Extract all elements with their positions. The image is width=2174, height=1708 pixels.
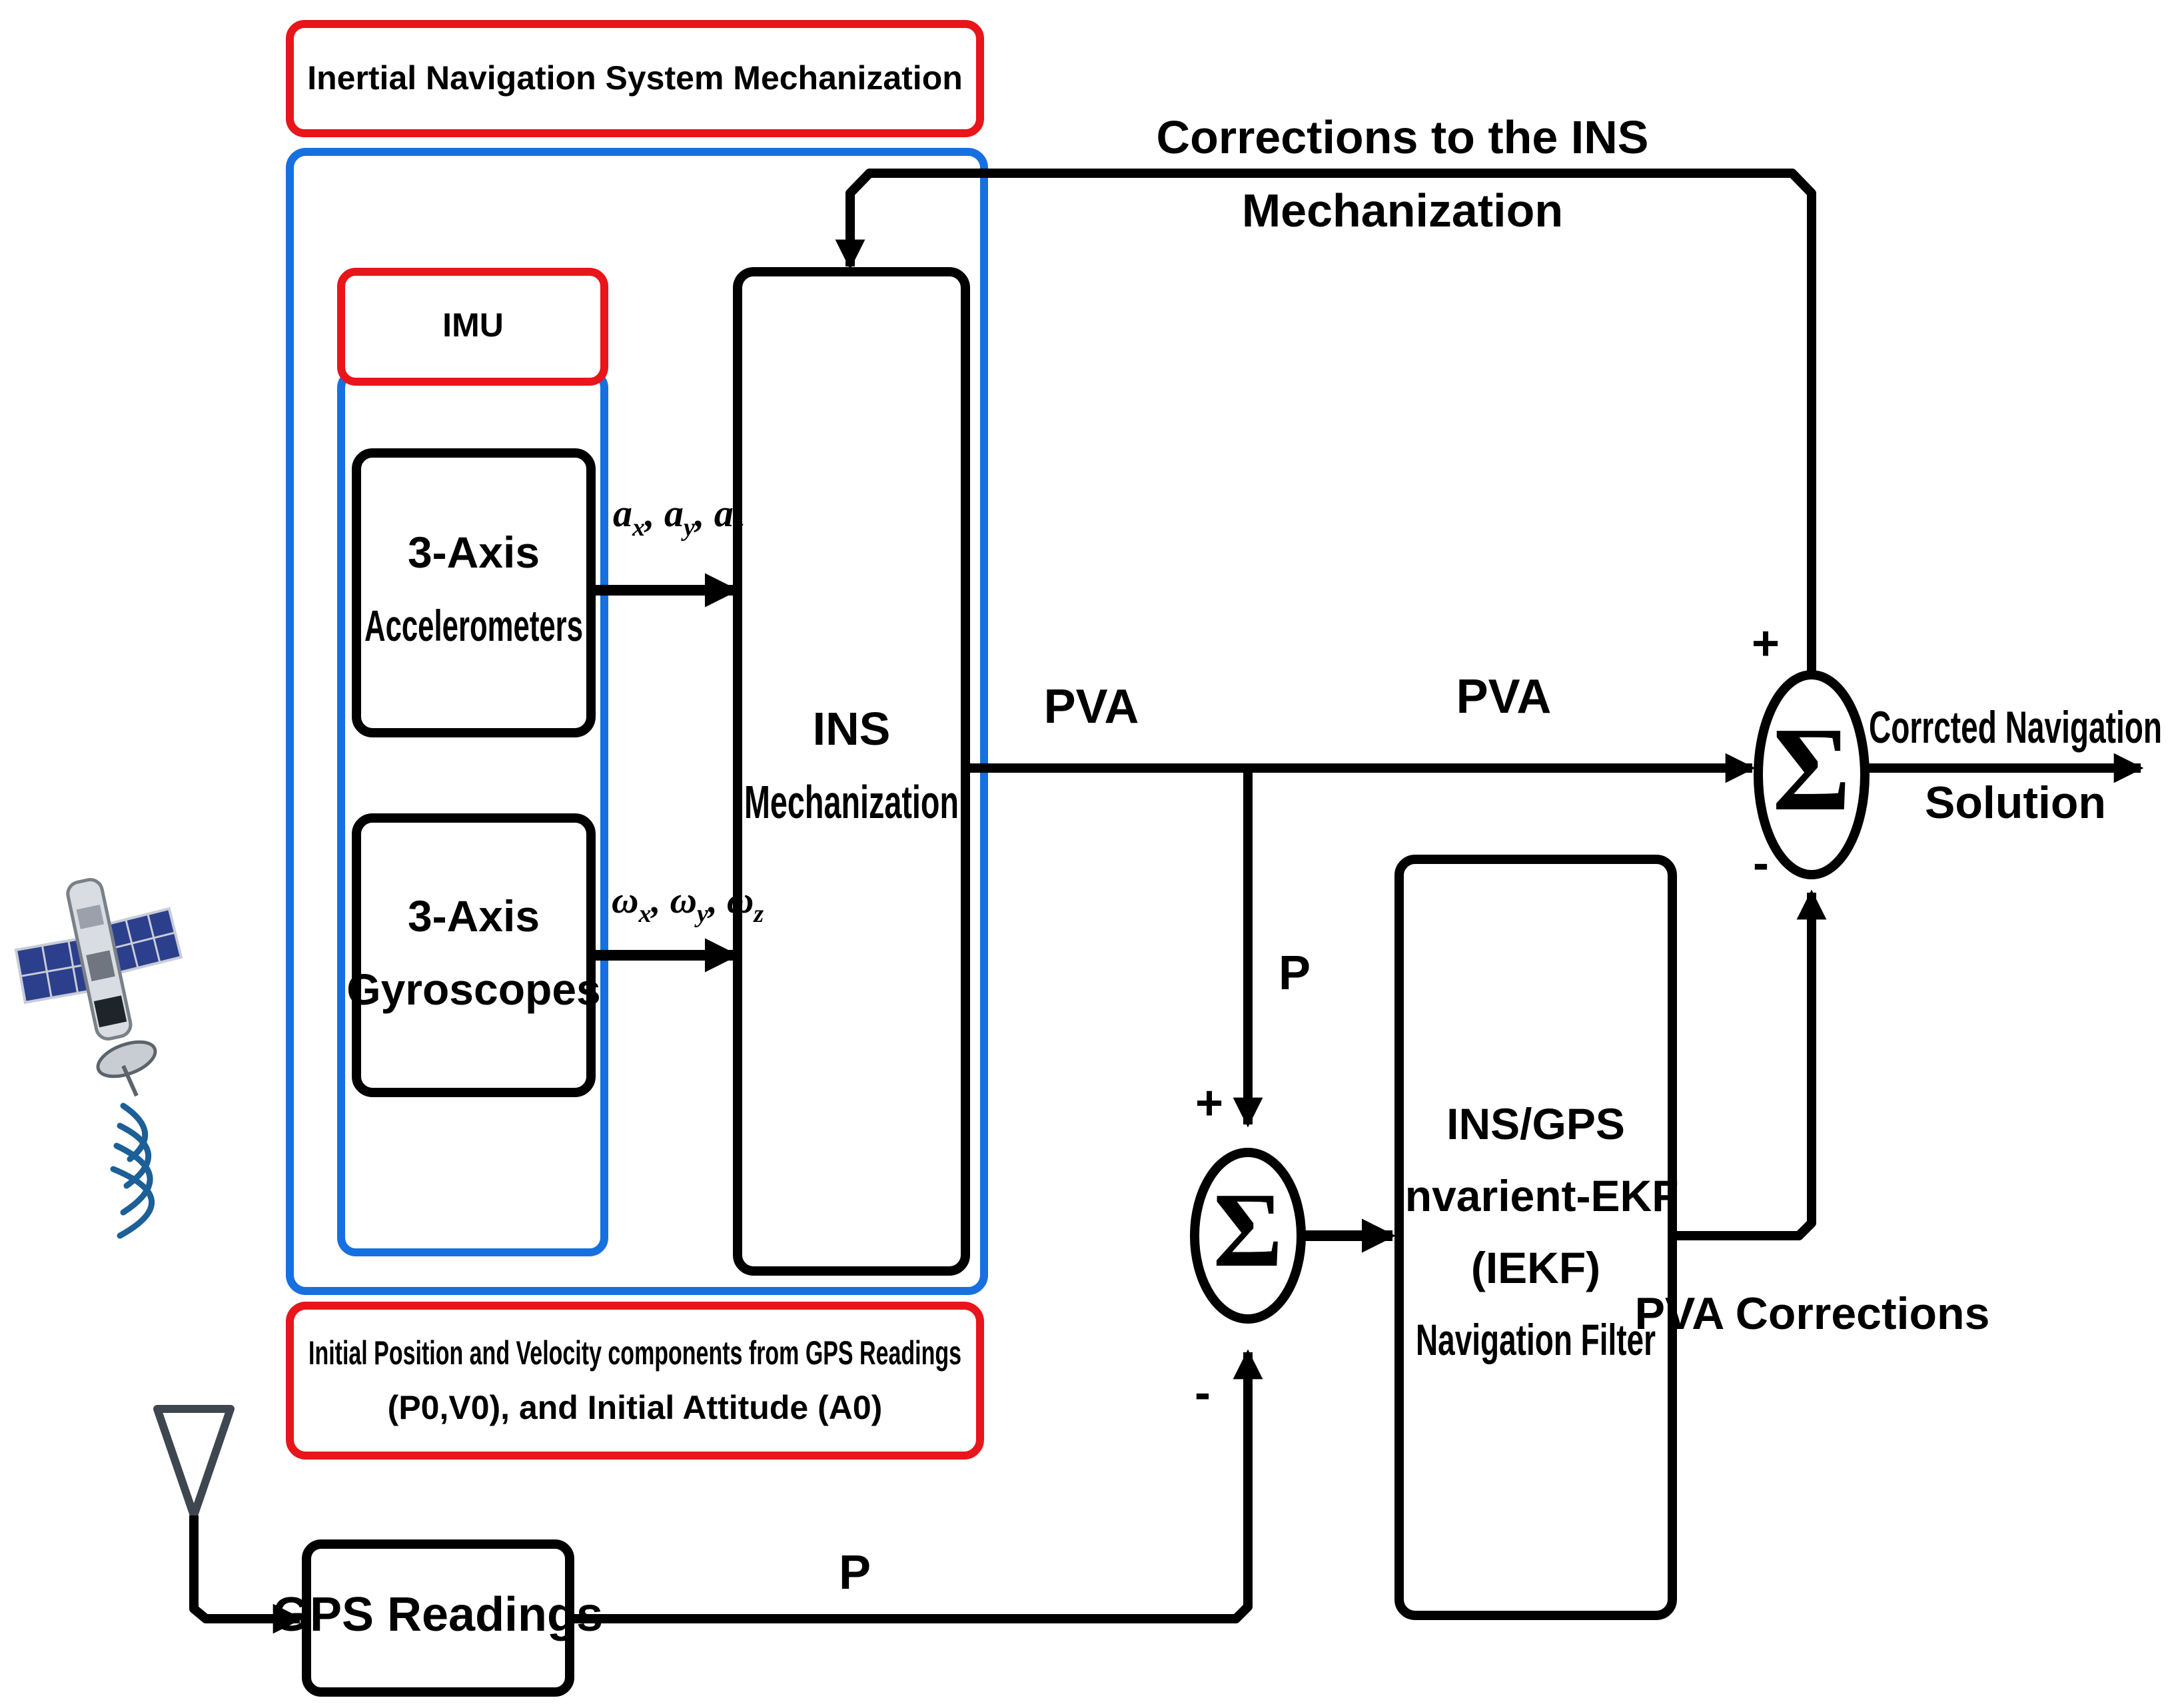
initial-conditions-line2: (P0,V0), and Initial Attitude (A0) (388, 1389, 883, 1426)
imu-title-frame (337, 268, 608, 386)
accelerometers-label-line1: 3-Axis (408, 528, 540, 577)
filter-label-line4: Navigation Filter (1416, 1315, 1656, 1364)
gps-readings-label: GPS Readings (272, 1588, 603, 1641)
bottom-minus-sign: - (1195, 1366, 1211, 1420)
accelerometers-label-line2: Accelerometers (364, 601, 583, 650)
antenna-to-gps-arrow (189, 1515, 303, 1634)
ins-system-frame (286, 148, 988, 1295)
gyroscope-signals: ωx, ωy, ωz (612, 880, 764, 928)
iekf-filter-block (1394, 855, 1677, 1620)
gyroscopes-block (352, 813, 596, 1097)
initial-conditions-line1: Initial Position and Velocity components… (308, 1334, 961, 1372)
ins-mechanization-label-line2: Mechanization (744, 776, 959, 828)
filter-label-line3: (IEKF) (1471, 1243, 1600, 1292)
corrections-label-line1: Corrections to the INS (1157, 111, 1649, 163)
pva-corrections-arrow (1672, 889, 1827, 1240)
signal-waves-icon (110, 1102, 155, 1239)
output-label-line2: Solution (1925, 777, 2106, 828)
pva-corrections-label: PVA Corrections (1635, 1288, 1990, 1339)
imu-title: IMU (442, 306, 504, 344)
filter-label-line2: Invarient-EKF (1392, 1171, 1678, 1220)
gyroscopes-label-line1: 3-Axis (408, 891, 540, 941)
p-vertical-label: P (1279, 947, 1311, 1000)
accelerometer-signals: ax, ay, az (613, 492, 744, 542)
bottom-sigma: Σ (1213, 1170, 1283, 1289)
corrections-feedback-arrow (835, 169, 1816, 675)
initial-conditions-frame (286, 1302, 984, 1460)
bottom-plus-sign: + (1195, 1076, 1223, 1130)
imu-frame (337, 369, 608, 1256)
top-plus-sign: + (1752, 617, 1780, 670)
ins-system-title: Inertial Navigation System Mechanization (307, 59, 963, 97)
gps-to-sum-arrow (570, 1349, 1263, 1623)
accelerometers-block (352, 448, 596, 737)
antenna-icon (153, 1405, 235, 1519)
ins-mechanization-block (733, 267, 970, 1276)
corrections-label-line2: Mechanization (1242, 185, 1563, 236)
top-minus-sign: - (1753, 837, 1769, 890)
filter-label-line1: INS/GPS (1446, 1099, 1625, 1148)
gyroscopes-label-line2: Gyroscopes (346, 965, 601, 1014)
p-bottom-label: P (839, 1546, 871, 1599)
pva-label-left: PVA (1044, 680, 1139, 733)
ins-system-title-frame (286, 20, 984, 137)
top-sigma: Σ (1772, 703, 1851, 835)
satellite-icon (14, 878, 183, 1097)
pva-label-right: PVA (1456, 670, 1552, 723)
output-label-line1: Corrcted Navigation (1869, 702, 2162, 753)
ins-mechanization-label-line1: INS (813, 703, 891, 755)
